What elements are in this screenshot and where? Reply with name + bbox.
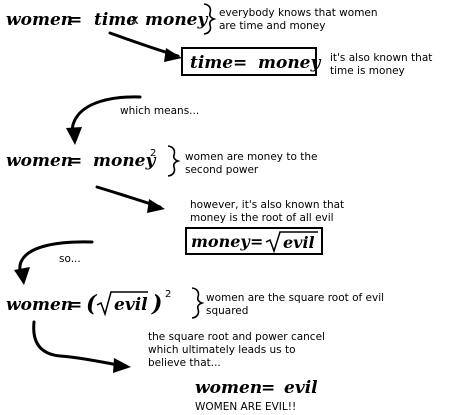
- eq6-equals: =: [261, 378, 275, 398]
- eq5-exponent: 2: [165, 289, 171, 300]
- note1-line2: are time and money: [219, 20, 325, 32]
- curly-brace-icon: [191, 287, 205, 319]
- eq2-time: time: [190, 53, 233, 73]
- boxed-equation-frame: [181, 47, 317, 76]
- eq5-equals: =: [68, 295, 82, 315]
- arrow-icon: [95, 185, 165, 213]
- eq5-open-paren: (: [86, 291, 98, 317]
- note2-line2: time is money: [330, 65, 405, 77]
- equation-women-equals-evil: women = evil: [195, 378, 318, 398]
- note2-line1: it's also known that: [330, 52, 432, 64]
- eq5-close-paren: ): [151, 291, 162, 317]
- eq1-time: time: [94, 10, 137, 30]
- equation-time-equals-money: time = money: [190, 53, 322, 73]
- note6-line1: the square root and power cancel: [148, 331, 325, 343]
- eq3-women: women: [6, 151, 73, 171]
- curly-brace-icon: [203, 3, 217, 35]
- arrow-icon: [32, 320, 131, 373]
- connector-which-means: which means...: [120, 105, 199, 117]
- square-root-icon: [96, 291, 148, 317]
- curly-brace-icon: [167, 145, 181, 177]
- eq4-money: money: [191, 232, 251, 251]
- eq5-women: women: [6, 295, 73, 315]
- boxed-equation-frame: [185, 227, 323, 255]
- note4-line1: however, it's also known that: [190, 199, 344, 211]
- note6-line3: believe that...: [148, 357, 221, 369]
- eq5-evil: evil: [114, 295, 148, 315]
- arrow-icon: [108, 31, 182, 62]
- eq1-equals: =: [68, 10, 82, 30]
- equation-women-equals-money-squared: women = money 2: [6, 148, 157, 171]
- eq3-exponent: 2: [150, 148, 156, 159]
- note3-line1: women are money to the: [185, 151, 317, 163]
- conclusion-text: WOMEN ARE EVIL!!: [195, 401, 296, 413]
- note5-line1: women are the square root of evil: [206, 292, 384, 304]
- eq1-women: women: [6, 10, 73, 30]
- curved-arrow-icon: [14, 240, 94, 285]
- curved-arrow-icon: [66, 95, 142, 145]
- eq1-times-sign: x: [131, 13, 139, 28]
- eq2-money: money: [258, 53, 322, 73]
- eq4-evil: evil: [283, 233, 315, 252]
- eq3-equals: =: [68, 151, 82, 171]
- note6-line2: which ultimately leads us to: [148, 344, 296, 356]
- eq6-evil: evil: [284, 378, 318, 398]
- note5-line2: squared: [206, 305, 248, 317]
- equation-women-equals-time-times-money: women = time x money: [6, 10, 209, 30]
- eq4-equals: =: [250, 232, 263, 251]
- eq3-money: money: [93, 151, 157, 171]
- note4-line2: money is the root of all evil: [190, 212, 334, 224]
- equation-money-equals-root-evil: money = evil: [191, 231, 318, 254]
- eq2-equals: =: [233, 53, 247, 73]
- note3-line2: second power: [185, 164, 259, 176]
- equation-women-equals-root-evil-squared: women = ( evil ) 2: [6, 289, 171, 317]
- eq1-money: money: [145, 10, 209, 30]
- connector-so: so...: [59, 253, 81, 265]
- eq6-women: women: [195, 378, 262, 398]
- note1-line1: everybody knows that women: [219, 7, 378, 19]
- square-root-icon: [265, 231, 318, 254]
